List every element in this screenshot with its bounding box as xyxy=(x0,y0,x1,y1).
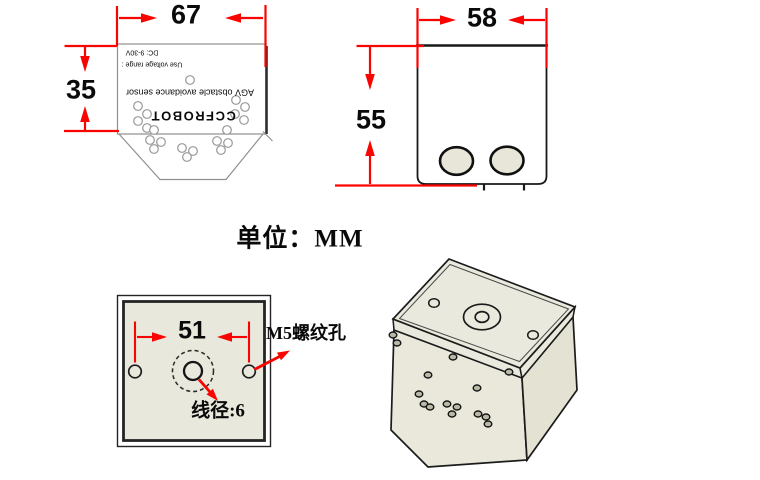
cable-wire-hole xyxy=(182,360,204,382)
m5-mount-hole-right xyxy=(241,364,257,379)
iso-plate-hole xyxy=(526,329,540,341)
cable-gland-dashed-circle xyxy=(171,349,215,393)
iso-view-drawing xyxy=(388,258,578,468)
front-view-drawing xyxy=(335,8,548,191)
dim-front-view-height: 55 xyxy=(355,104,387,135)
device-brand-label: CCFROBOT xyxy=(150,108,236,124)
front-view-dimension-arrowheads xyxy=(365,15,524,156)
unit-note: 单位：MM xyxy=(236,225,364,253)
dim-mount-hole-spacing: 51 xyxy=(178,316,206,345)
front-view-body-outline xyxy=(416,44,548,185)
device-voltage-caption: Use voltage range : xyxy=(121,60,183,68)
front-view-dimension-lines xyxy=(335,8,548,187)
top-view-hole-circles xyxy=(133,75,250,162)
sensor-transducer-left xyxy=(438,145,475,177)
device-product-label: AGV obstacle avoidance sensor xyxy=(125,87,255,98)
iso-plate-hole xyxy=(427,297,441,309)
top-view-corner-chamfer xyxy=(262,131,273,142)
m5-mount-hole-left xyxy=(127,364,143,379)
dim-top-view-width: 67 xyxy=(170,0,202,30)
bottom-view-dimension-arrowheads xyxy=(152,332,290,401)
dim-front-view-width: 58 xyxy=(466,2,498,33)
sensor-transducer-right xyxy=(489,145,525,176)
top-view-dimension-lines xyxy=(64,5,267,133)
top-view-drawing xyxy=(64,5,273,181)
bottom-view-drawing xyxy=(116,294,290,448)
bottom-view-dimension-lines xyxy=(133,321,281,393)
m5-screw-hole-callout: M5螺纹孔 xyxy=(266,323,346,343)
wire-diameter-callout: 线径:6 xyxy=(191,400,245,422)
top-view-trapezoid-nose xyxy=(118,133,264,181)
dim-top-view-height: 35 xyxy=(65,74,97,105)
device-voltage-range: DC: 9-30V xyxy=(125,48,159,56)
iso-cable-gland-inner xyxy=(474,310,490,324)
iso-top-plate-rim xyxy=(398,263,570,363)
top-view-dimension-arrowheads xyxy=(80,13,241,122)
iso-front-face-holes xyxy=(388,331,514,428)
